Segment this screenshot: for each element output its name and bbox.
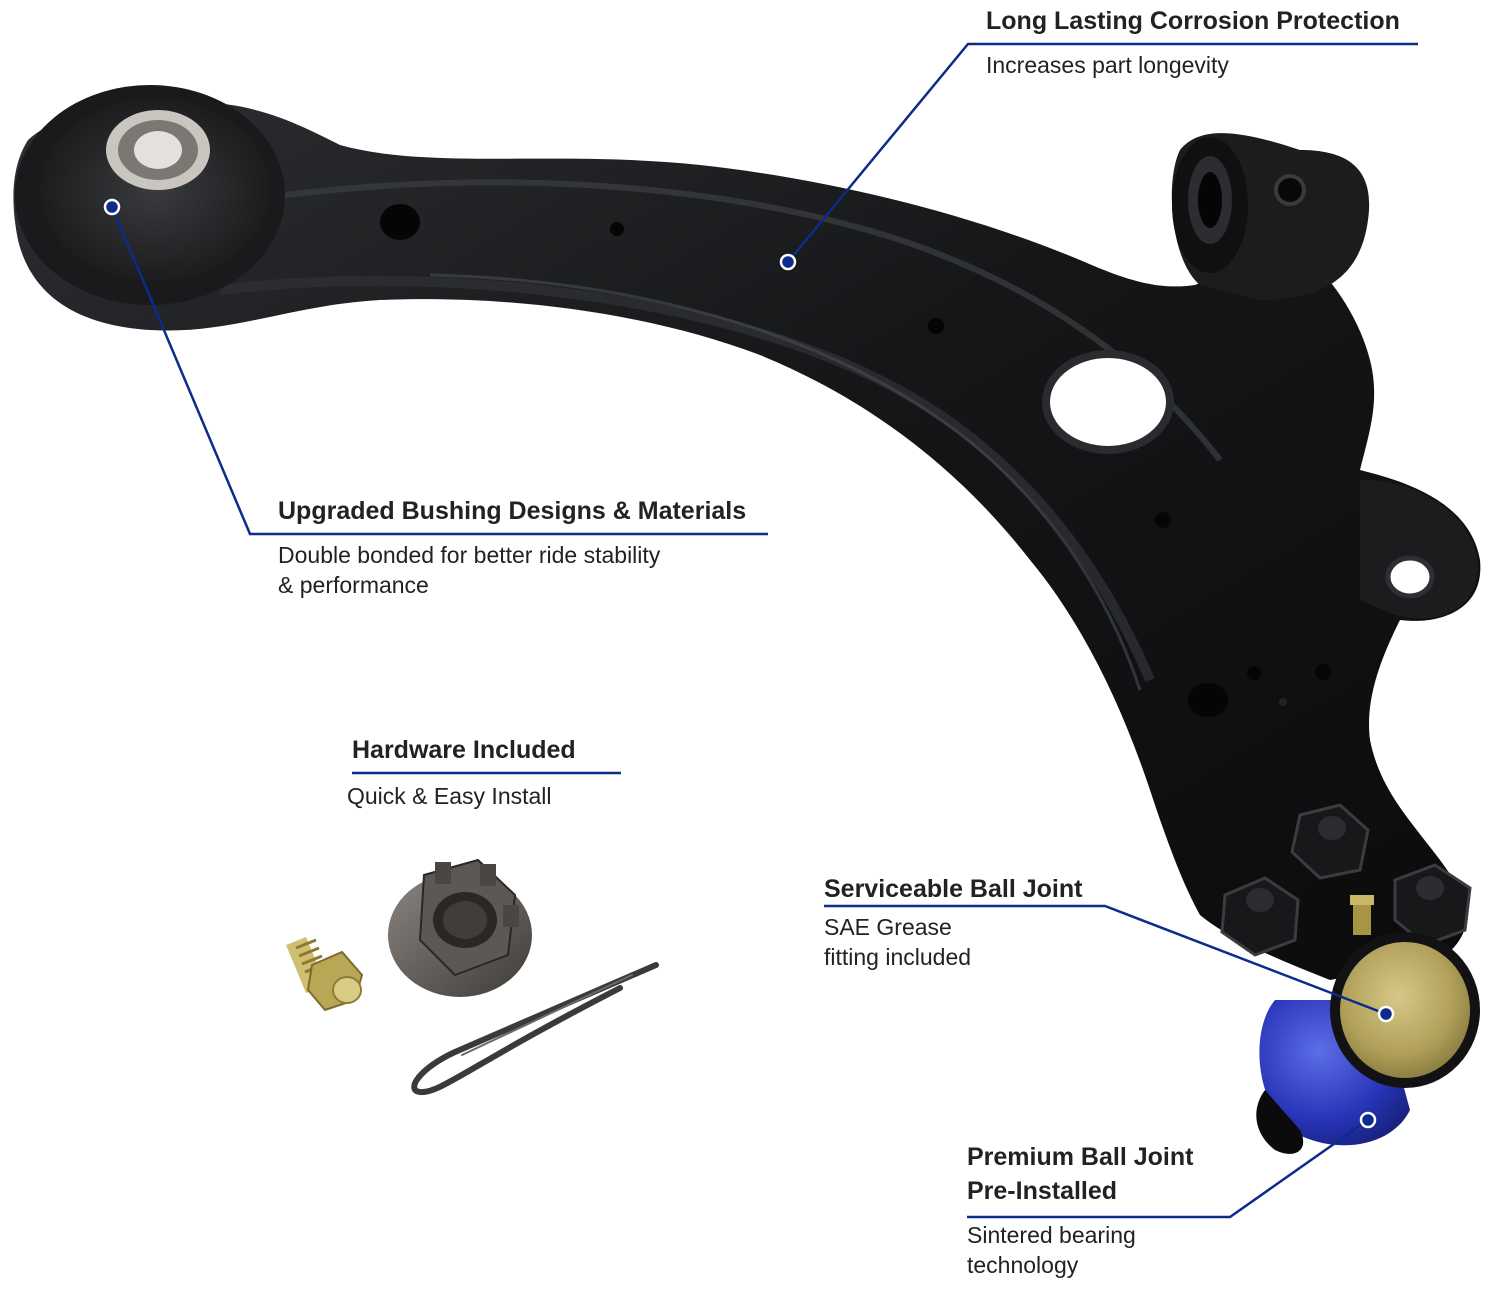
cotter-pin-icon (411, 962, 659, 1096)
rear-bushing (1171, 133, 1370, 300)
leader-premium (967, 1118, 1369, 1219)
callout-bushing: Upgraded Bushing Designs & Materials Dou… (278, 496, 746, 600)
ball-joint-bolts (1220, 803, 1472, 957)
mounting-ear (1360, 479, 1479, 619)
callout-dots (103, 198, 1395, 1129)
callout-hardware-desc: Quick & Easy Install (347, 783, 552, 809)
callout-premium-desc-line1: Sintered bearing (967, 1222, 1136, 1248)
control-arm-body (13, 101, 1481, 980)
callout-corrosion-desc: Increases part longevity (986, 52, 1229, 78)
callout-premium-title-line1: Premium Ball Joint (967, 1143, 1194, 1171)
dot-serviceable (1377, 1005, 1395, 1023)
callout-hardware-title: Hardware Included (352, 736, 576, 764)
callout-premium: Premium Ball Joint Pre-Installed Sintere… (967, 1142, 1193, 1280)
front-bushing (15, 85, 285, 305)
callout-bushing-title: Upgraded Bushing Designs & Materials (278, 497, 747, 525)
callout-lines (110, 42, 1418, 1219)
arm-lightening-hole (1042, 350, 1174, 454)
leader-corrosion (787, 42, 1418, 263)
dot-premium (1359, 1111, 1377, 1129)
leader-bushing (110, 206, 768, 536)
callout-corrosion: Long Lasting Corrosion Protection Increa… (986, 6, 1400, 80)
callout-serviceable-desc-line1: SAE Grease (824, 914, 952, 940)
leader-serviceable (824, 904, 1387, 1016)
ball-joint (1256, 895, 1480, 1154)
grease-fitting-icon (286, 937, 364, 1012)
callout-premium-desc-line2: technology (967, 1252, 1079, 1278)
dot-bushing (103, 198, 121, 216)
arm-holes (380, 204, 1331, 717)
callout-corrosion-title: Long Lasting Corrosion Protection (986, 7, 1400, 35)
callout-bushing-desc-line1: Double bonded for better ride stability (278, 542, 661, 568)
callout-serviceable-desc-line2: fitting included (824, 944, 972, 970)
callout-premium-title-line2: Pre-Installed (967, 1177, 1118, 1205)
callout-serviceable-title: Serviceable Ball Joint (824, 875, 1083, 903)
callout-serviceable: Serviceable Ball Joint SAE Grease fittin… (824, 874, 1082, 972)
dot-corrosion (779, 253, 797, 271)
callout-bushing-desc-line2: & performance (278, 572, 429, 598)
castle-nut-icon (388, 858, 532, 997)
callout-hardware: Hardware Included Quick & Easy Install (347, 735, 576, 811)
